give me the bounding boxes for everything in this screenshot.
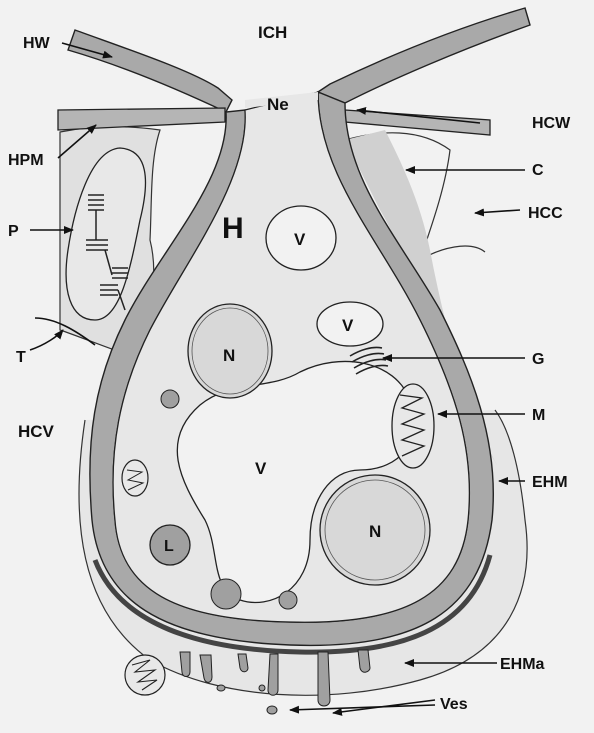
small-body-1: [161, 390, 179, 408]
label-v-top: V: [294, 230, 306, 249]
label-v-mid: V: [342, 316, 354, 335]
label-t: T: [16, 349, 26, 366]
small-body-3: [279, 591, 297, 609]
mitochondrion-small: [122, 460, 148, 496]
label-v-center: V: [255, 459, 267, 478]
mitochondrion-right: [392, 384, 434, 468]
label-h: H: [222, 212, 244, 245]
host-wall-band-left: [58, 108, 225, 130]
label-g: G: [532, 351, 544, 368]
host-wall-right: [318, 8, 530, 103]
label-hw: HW: [23, 35, 51, 52]
label-l: L: [164, 538, 174, 555]
label-hcv: HCV: [18, 422, 55, 441]
label-hcc: HCC: [528, 205, 563, 222]
label-n-right: N: [369, 522, 381, 541]
label-hcw: HCW: [532, 115, 571, 132]
label-hpm: HPM: [8, 152, 44, 169]
small-body-2: [211, 579, 241, 609]
label-n-left: N: [223, 346, 235, 365]
label-ehm: EHM: [532, 474, 568, 491]
label-ehma: EHMa: [500, 656, 545, 673]
label-c: C: [532, 162, 544, 179]
host-wall-left: [68, 30, 232, 112]
label-ich: ICH: [258, 23, 287, 42]
mitochondrion-host: [125, 655, 165, 695]
label-ves: Ves: [440, 696, 468, 713]
label-m: M: [532, 407, 545, 424]
label-p: P: [8, 223, 19, 240]
label-ne: Ne: [267, 95, 289, 114]
